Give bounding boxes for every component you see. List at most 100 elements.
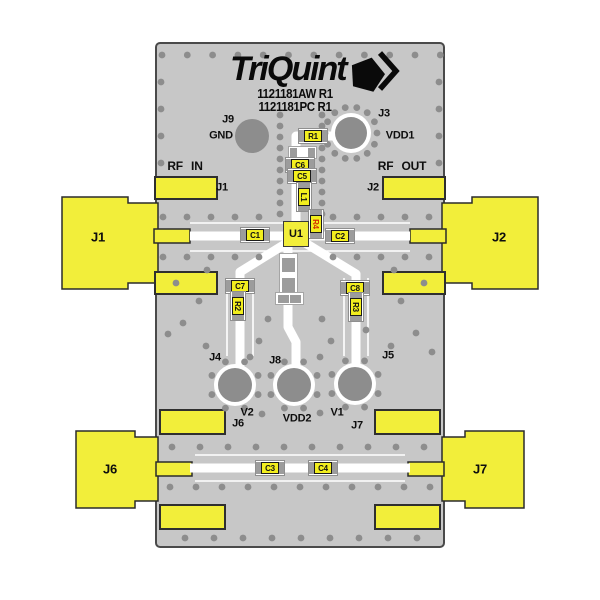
connector-j7-label: J7 [472, 461, 488, 477]
component-C4: C4 [308, 460, 338, 476]
via-dot [322, 483, 330, 491]
via-dot [255, 213, 263, 221]
connector-j2-label: J2 [491, 229, 507, 245]
j8-vdd2-pad [277, 368, 311, 402]
component-pad [286, 159, 292, 171]
via-dot [264, 315, 272, 323]
via-dot [353, 253, 361, 261]
via-dot [308, 443, 316, 451]
via-dot [202, 342, 210, 350]
via-dot [255, 337, 263, 345]
component-pad [299, 130, 305, 142]
via-dot [355, 534, 363, 542]
via-dot [328, 371, 336, 378]
via-dot [316, 409, 324, 417]
component-pad [288, 170, 294, 182]
unpopulated-footprint [275, 292, 304, 305]
via-dot [435, 78, 443, 86]
via-dot [353, 104, 361, 112]
via-dot [157, 159, 165, 167]
connector-j7-body [441, 430, 525, 509]
via-dot [203, 266, 211, 274]
via-dot [426, 483, 434, 491]
j9-gnd-pad [235, 119, 269, 153]
connector-j1-label: J1 [90, 229, 106, 245]
via-dot [276, 144, 284, 152]
j4-v2-pad [218, 368, 252, 402]
via-dot [348, 483, 356, 491]
via-dot [318, 199, 326, 207]
via-dot [254, 372, 262, 379]
via-dot [435, 132, 443, 140]
via-dot [254, 391, 262, 398]
via-dot [318, 144, 326, 152]
via-dot [318, 111, 326, 119]
via-dot [276, 166, 284, 174]
via-dot [324, 118, 331, 126]
via-dot [373, 129, 381, 137]
testpoint-j9-label: J9 [222, 113, 234, 126]
via-dot [208, 391, 216, 398]
component-pad [278, 462, 284, 474]
rf-out-label: RF OUT [377, 159, 427, 173]
component-ref-label: C5 [293, 170, 311, 182]
testpoint-j3-label: J3 [378, 107, 390, 120]
via-dot [374, 371, 382, 378]
via-dot [353, 213, 361, 221]
connector-j2-body [441, 196, 539, 290]
via-dot [435, 159, 443, 167]
footprint-pad [282, 258, 295, 272]
via-dot [276, 199, 284, 207]
via-dot [371, 140, 378, 148]
j3-vdd1-pad [335, 117, 367, 149]
connector-j6-label: J6 [102, 461, 118, 477]
via-dot [329, 213, 337, 221]
via-dot [268, 534, 276, 542]
component-ref-label: U1 [288, 228, 304, 240]
via-dot [252, 443, 260, 451]
component-ref-label: R3 [350, 298, 362, 316]
testpoint-v1-label: V1 [330, 406, 344, 419]
via-dot [392, 443, 400, 451]
via-dot [318, 315, 326, 323]
via-dot [159, 253, 167, 261]
component-C1: C1 [240, 227, 270, 243]
component-pad [308, 159, 314, 171]
via-dot [318, 122, 326, 130]
component-U1: U1 [283, 221, 309, 247]
component-L1: L1 [296, 182, 312, 212]
pentagon-icon [351, 51, 400, 92]
via-dot [361, 51, 368, 59]
component-pad [326, 230, 332, 242]
via-dot [328, 390, 336, 397]
via-dot [208, 372, 216, 379]
component-pad [248, 280, 254, 292]
via-dot [327, 337, 335, 345]
silk-j2-label: J2 [367, 181, 379, 194]
silk-j1-label: J1 [216, 181, 228, 194]
via-dot [318, 188, 326, 196]
via-dot [342, 403, 349, 411]
component-ref-label: C3 [261, 462, 279, 474]
component-pad [263, 229, 269, 241]
via-dot [371, 118, 378, 126]
silk-j7-label: J7 [351, 419, 363, 432]
component-ref-label: C4 [314, 462, 332, 474]
via-dot [326, 534, 334, 542]
via-dot [209, 51, 217, 59]
footprint-pad [278, 295, 289, 303]
j5-v1-pad [338, 367, 372, 401]
component-pad [321, 130, 327, 142]
via-dot [183, 213, 191, 221]
component-ref-label: C2 [331, 230, 349, 242]
component-C5: C5 [287, 168, 317, 184]
via-dot [234, 51, 242, 59]
silk-j6-label: J6 [232, 417, 244, 430]
component-pad [341, 282, 347, 294]
via-dot [276, 133, 284, 141]
part-number-line1: 1121181AW R1 [257, 86, 333, 101]
footprint-pad [282, 278, 295, 292]
via-dot [276, 155, 284, 163]
via-dot [276, 177, 284, 185]
